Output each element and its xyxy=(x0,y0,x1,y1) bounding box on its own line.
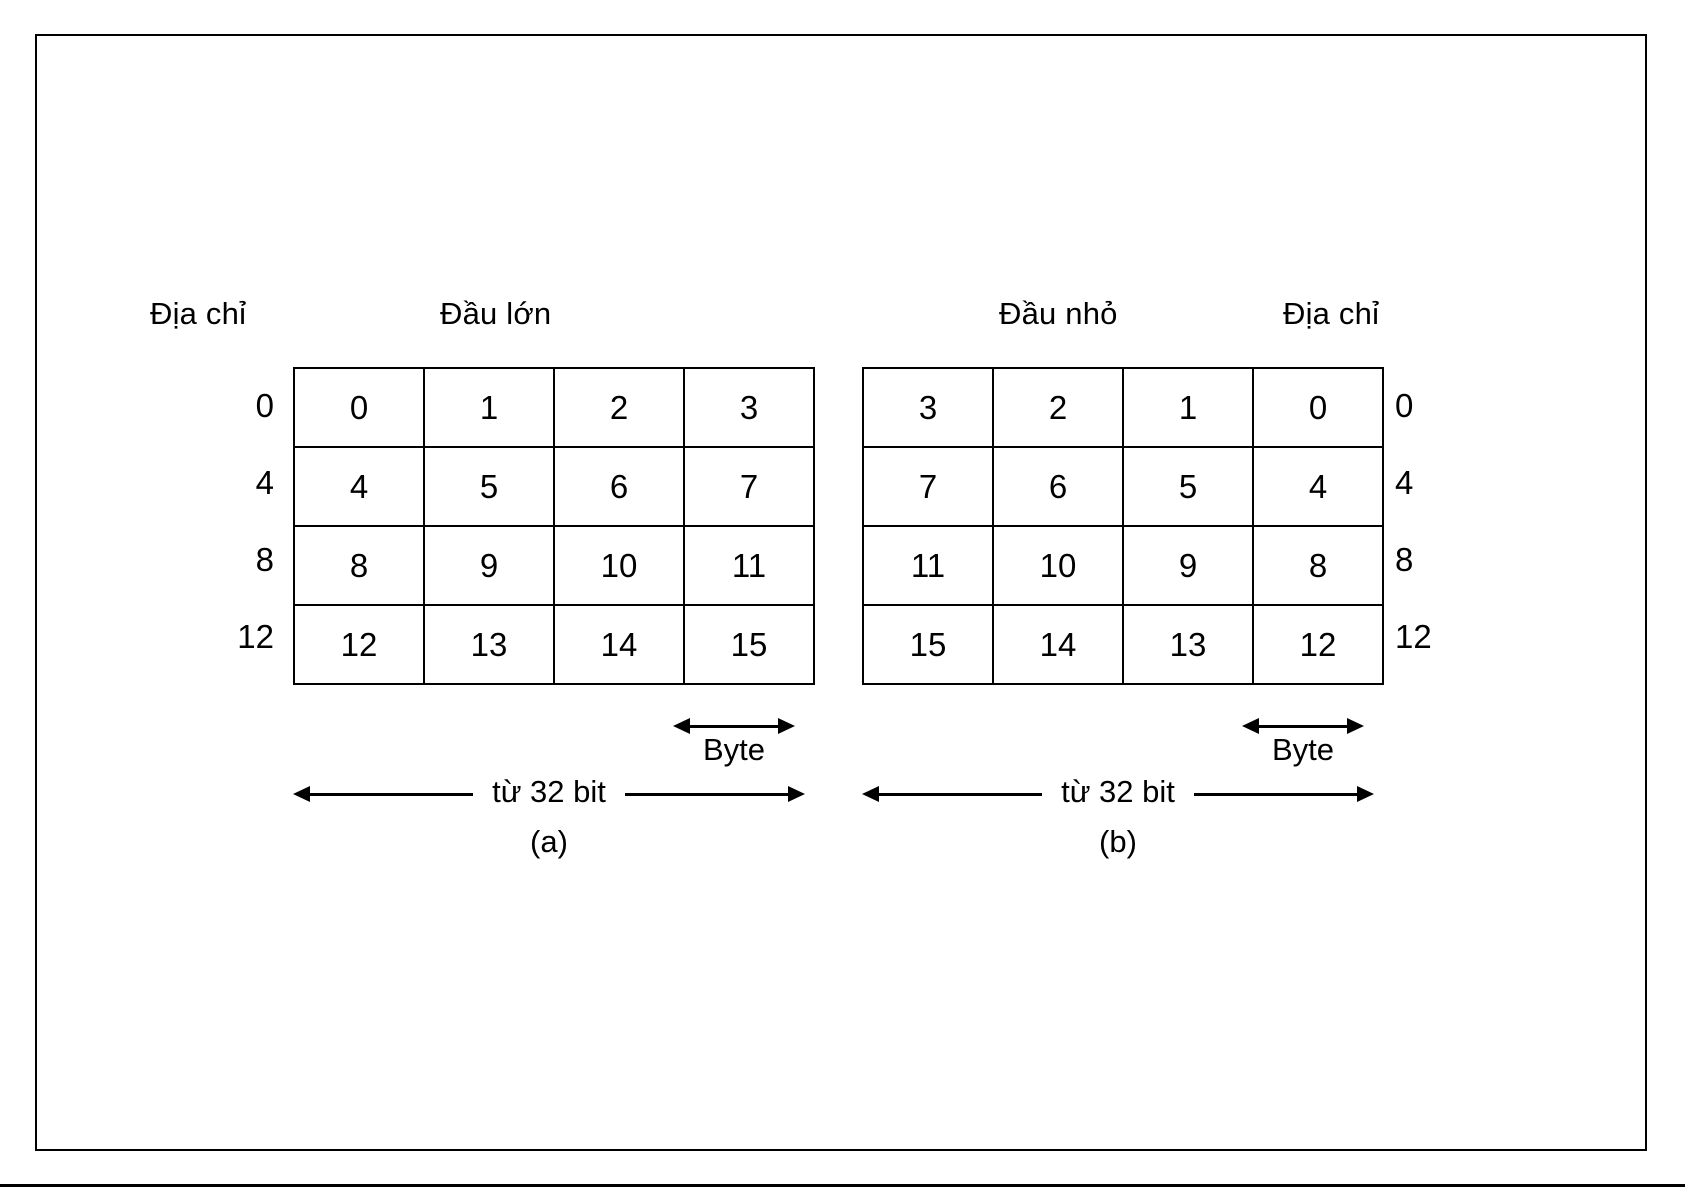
byte-cell: 8 xyxy=(293,525,425,606)
word-arrow-left-segment xyxy=(293,782,473,806)
panel-caption-b: (b) xyxy=(1099,824,1137,859)
arrow-shaft xyxy=(1255,725,1351,728)
byte-cell: 1 xyxy=(1122,367,1254,448)
panel-big-endian: Địa chỉ Đầu lớn 0 4 8 12 0 1 2 3 4 5 6 7 xyxy=(37,36,837,1149)
byte-cell: 8 xyxy=(1252,525,1384,606)
byte-cell: 4 xyxy=(293,446,425,527)
byte-label-b: Byte xyxy=(1271,732,1335,767)
byte-cell: 9 xyxy=(1122,525,1254,606)
byte-cell: 10 xyxy=(553,525,685,606)
address-cell: 12 xyxy=(237,618,274,655)
address-cell: 12 xyxy=(1395,618,1432,655)
byte-cell: 3 xyxy=(683,367,815,448)
byte-cell: 0 xyxy=(1252,367,1384,448)
byte-cell: 9 xyxy=(423,525,555,606)
address-label-right-b: Địa chỉ xyxy=(1283,296,1380,331)
arrow-shaft xyxy=(625,793,792,796)
arrow-shaft xyxy=(875,793,1042,796)
footer-rule xyxy=(0,1184,1685,1187)
byte-cell: 6 xyxy=(992,446,1124,527)
address-column-a: 0 4 8 12 xyxy=(182,367,274,675)
byte-cell: 13 xyxy=(423,604,555,685)
byte-cell: 12 xyxy=(293,604,425,685)
byte-cell: 6 xyxy=(553,446,685,527)
word-arrow-right-segment xyxy=(625,782,805,806)
arrow-head-right-icon xyxy=(788,786,805,802)
address-cell: 8 xyxy=(255,541,274,578)
address-label-left-a: Địa chỉ xyxy=(150,296,247,331)
word-arrow-right-segment xyxy=(1194,782,1374,806)
byte-cell: 14 xyxy=(553,604,685,685)
endianness-label-a: Đầu lớn xyxy=(440,296,552,331)
table-row: 11 10 9 8 xyxy=(862,525,1384,606)
table-row: 4 5 6 7 xyxy=(293,446,815,527)
arrow-head-left-icon xyxy=(673,718,690,734)
byte-cell: 15 xyxy=(862,604,994,685)
table-row: 0 1 2 3 xyxy=(293,367,815,448)
memory-table-big-endian: 0 1 2 3 4 5 6 7 8 9 10 11 xyxy=(293,367,815,685)
byte-width-arrow-b xyxy=(1242,714,1364,738)
endianness-label-b: Đầu nhỏ xyxy=(999,296,1118,331)
byte-cell: 15 xyxy=(683,604,815,685)
byte-cell: 2 xyxy=(553,367,685,448)
arrow-shaft xyxy=(306,793,473,796)
byte-cell: 12 xyxy=(1252,604,1384,685)
arrow-head-left-icon xyxy=(293,786,310,802)
panel-little-endian: Đầu nhỏ Địa chỉ 3 2 1 0 7 6 5 4 11 10 xyxy=(827,36,1627,1149)
table-row: 15 14 13 12 xyxy=(862,604,1384,685)
arrow-shaft xyxy=(1194,793,1361,796)
address-cell: 0 xyxy=(1395,387,1414,424)
word-label-b: từ 32 bit xyxy=(1061,774,1175,809)
byte-width-arrow-a xyxy=(673,714,795,738)
table-row: 3 2 1 0 xyxy=(862,367,1384,448)
address-cell: 0 xyxy=(255,387,274,424)
arrow-head-left-icon xyxy=(862,786,879,802)
arrow-head-right-icon xyxy=(778,718,795,734)
memory-table-little-endian: 3 2 1 0 7 6 5 4 11 10 9 8 xyxy=(862,367,1384,685)
byte-cell: 3 xyxy=(862,367,994,448)
byte-cell: 7 xyxy=(862,446,994,527)
byte-cell: 10 xyxy=(992,525,1124,606)
arrow-shaft xyxy=(686,725,782,728)
word-width-arrow-b: từ 32 bit xyxy=(862,776,1374,822)
byte-cell: 11 xyxy=(862,525,994,606)
byte-cell: 2 xyxy=(992,367,1124,448)
byte-cell: 5 xyxy=(423,446,555,527)
address-cell: 4 xyxy=(1395,464,1414,501)
byte-cell: 0 xyxy=(293,367,425,448)
byte-cell: 5 xyxy=(1122,446,1254,527)
byte-cell: 1 xyxy=(423,367,555,448)
address-cell: 4 xyxy=(255,464,274,501)
word-arrow-left-segment xyxy=(862,782,1042,806)
byte-cell: 14 xyxy=(992,604,1124,685)
byte-cell: 4 xyxy=(1252,446,1384,527)
table-row: 8 9 10 11 xyxy=(293,525,815,606)
arrow-head-right-icon xyxy=(1347,718,1364,734)
address-cell: 8 xyxy=(1395,541,1414,578)
arrow-head-right-icon xyxy=(1357,786,1374,802)
byte-cell: 11 xyxy=(683,525,815,606)
byte-cell: 7 xyxy=(683,446,815,527)
table-row: 7 6 5 4 xyxy=(862,446,1384,527)
table-row: 12 13 14 15 xyxy=(293,604,815,685)
byte-cell: 13 xyxy=(1122,604,1254,685)
panel-caption-a: (a) xyxy=(530,824,568,859)
arrow-head-left-icon xyxy=(1242,718,1259,734)
word-label-a: từ 32 bit xyxy=(492,774,606,809)
figure-frame: Địa chỉ Đầu lớn 0 4 8 12 0 1 2 3 4 5 6 7 xyxy=(35,34,1647,1151)
address-column-b: 0 4 8 12 xyxy=(1395,367,1487,675)
word-width-arrow-a: từ 32 bit xyxy=(293,776,805,822)
byte-label-a: Byte xyxy=(702,732,766,767)
